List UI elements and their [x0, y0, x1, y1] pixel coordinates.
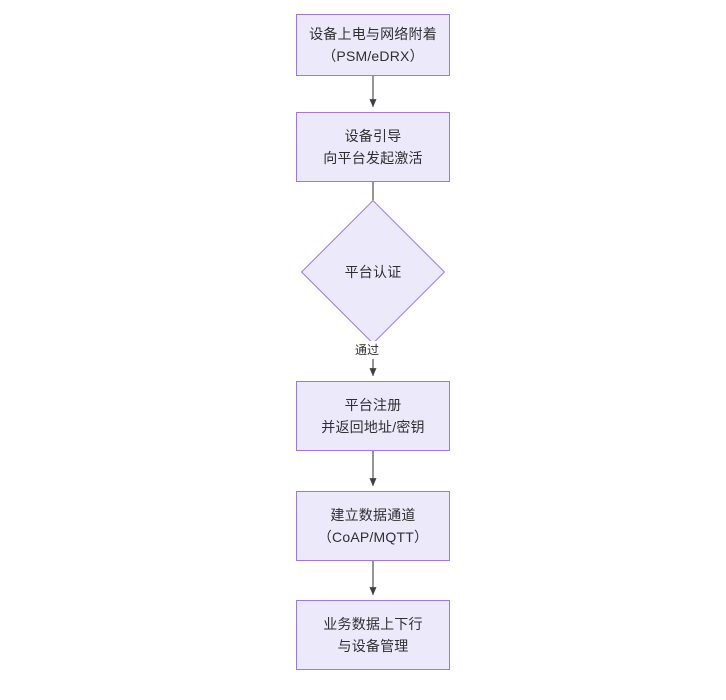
node-business-data-and-device-management[interactable]: 业务数据上下行 与设备管理: [296, 600, 450, 670]
node-device-bootstrap[interactable]: 设备引导 向平台发起激活: [296, 112, 450, 182]
node-label-line: 平台认证: [344, 264, 402, 280]
node-platform-registration[interactable]: 平台注册 并返回地址/密钥: [296, 381, 450, 451]
node-label-line: 向平台发起激活: [323, 150, 423, 166]
node-label-line: 建立数据通道: [330, 507, 416, 523]
node-label-line: 并返回地址/密钥: [321, 419, 425, 435]
node-label-line: 设备上电与网络附着: [309, 26, 437, 42]
node-label-line: 平台注册: [344, 397, 402, 413]
node-label-line: （PSM/eDRX）: [322, 48, 424, 64]
node-platform-authentication[interactable]: 平台认证: [300, 199, 446, 345]
edge-label-text: 通过: [355, 343, 380, 357]
edge-label-pass: 通过: [352, 341, 383, 359]
node-label-line: 业务数据上下行: [323, 616, 423, 632]
node-label-line: （CoAP/MQTT）: [317, 529, 429, 545]
node-device-power-on[interactable]: 设备上电与网络附着 （PSM/eDRX）: [296, 14, 450, 76]
node-label-line: 与设备管理: [337, 638, 409, 654]
node-establish-data-channel[interactable]: 建立数据通道 （CoAP/MQTT）: [296, 491, 450, 561]
node-label-line: 设备引导: [344, 128, 402, 144]
